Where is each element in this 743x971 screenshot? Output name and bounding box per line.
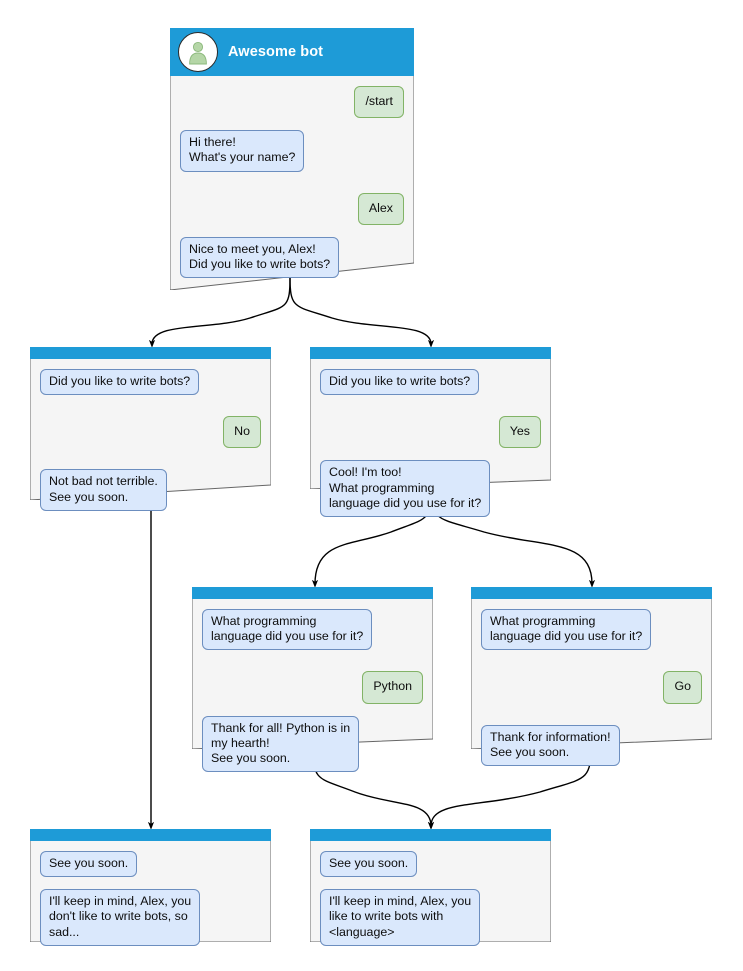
message-row: Hi there! What's your name? — [180, 130, 404, 172]
node-root-messages: /start Hi there! What's your name? Alex … — [170, 76, 414, 279]
bot-message-bubble: Nice to meet you, Alex! Did you like to … — [180, 236, 340, 279]
node-no-branch-content: Did you like to write bots? No Not bad n… — [30, 347, 271, 521]
bot-message-bubble: Not bad not terrible. See you soon. — [40, 469, 167, 511]
user-message-bubble: /start — [354, 86, 404, 119]
message-row: Yes — [320, 416, 541, 449]
node-yes-branch-content: Did you like to write bots? Yes Cool! I'… — [310, 347, 551, 527]
node-python-branch[interactable]: What programming language did you use fo… — [192, 587, 433, 773]
bot-message-bubble: Did you like to write bots? — [320, 369, 480, 396]
node-python-branch-header — [192, 587, 433, 599]
message-row: I'll keep in mind, Alex, you like to wri… — [320, 889, 541, 946]
bot-message-bubble: I'll keep in mind, Alex, you like to wri… — [320, 889, 481, 946]
person-avatar-icon — [178, 32, 218, 72]
message-row: Python — [202, 671, 423, 704]
message-row: /start — [180, 86, 404, 119]
bot-message-bubble: I'll keep in mind, Alex, you don't like … — [40, 889, 201, 946]
node-root[interactable]: Awesome bot /start Hi there! What's your… — [170, 28, 414, 290]
message-row: What programming language did you use fo… — [202, 609, 423, 651]
node-yes-branch-header — [310, 347, 551, 359]
node-root-title: Awesome bot — [228, 44, 324, 60]
message-row: Did you like to write bots? — [40, 369, 261, 396]
node-end-sad-messages: See you soon. I'll keep in mind, Alex, y… — [30, 841, 271, 946]
spacer — [481, 660, 702, 671]
spacer — [180, 182, 404, 193]
bot-message-bubble: See you soon. — [40, 851, 138, 878]
message-row: No — [40, 416, 261, 449]
node-go-branch[interactable]: What programming language did you use fo… — [471, 587, 712, 767]
spacer — [40, 405, 261, 416]
spacer — [320, 405, 541, 416]
message-row: See you soon. — [320, 851, 541, 878]
user-message-bubble: No — [223, 416, 261, 449]
message-row: See you soon. — [40, 851, 261, 878]
node-no-branch-header — [30, 347, 271, 359]
message-row: Alex — [180, 192, 404, 225]
node-go-branch-messages: What programming language did you use fo… — [471, 599, 712, 767]
node-yes-branch[interactable]: Did you like to write bots? Yes Cool! I'… — [310, 347, 551, 518]
message-row: Go — [481, 671, 702, 704]
node-root-content: Awesome bot /start Hi there! What's your… — [170, 28, 414, 288]
message-row: What programming language did you use fo… — [481, 609, 702, 651]
node-go-branch-header — [471, 587, 712, 599]
bot-message-bubble: Thank for information! See you soon. — [481, 724, 620, 767]
bot-message-bubble: Did you like to write bots? — [40, 369, 200, 396]
node-end-sad[interactable]: See you soon. I'll keep in mind, Alex, y… — [30, 829, 271, 946]
bot-message-bubble: Cool! I'm too! What programming language… — [320, 460, 491, 518]
spacer — [202, 660, 423, 671]
user-message-bubble: Python — [362, 671, 423, 704]
bot-message-bubble: Thank for all! Python is in my hearth! S… — [202, 715, 360, 773]
node-go-branch-content: What programming language did you use fo… — [471, 587, 712, 776]
node-end-happy-header — [310, 829, 551, 841]
spacer — [481, 714, 702, 725]
bot-message-bubble: See you soon. — [320, 851, 418, 878]
node-end-sad-header — [30, 829, 271, 841]
node-python-branch-messages: What programming language did you use fo… — [192, 599, 433, 773]
message-row: I'll keep in mind, Alex, you don't like … — [40, 889, 261, 946]
user-message-bubble: Yes — [498, 416, 541, 449]
node-end-happy-content: See you soon. I'll keep in mind, Alex, y… — [310, 829, 551, 956]
node-yes-branch-messages: Did you like to write bots? Yes Cool! I'… — [310, 359, 551, 518]
message-row: Thank for all! Python is in my hearth! S… — [202, 715, 423, 773]
user-message-bubble: Alex — [357, 192, 404, 225]
message-row: Nice to meet you, Alex! Did you like to … — [180, 236, 404, 279]
bot-message-bubble: What programming language did you use fo… — [481, 609, 652, 651]
message-row: Thank for information! See you soon. — [481, 724, 702, 767]
bot-message-bubble: What programming language did you use fo… — [202, 609, 373, 651]
node-end-sad-content: See you soon. I'll keep in mind, Alex, y… — [30, 829, 271, 956]
node-end-happy-messages: See you soon. I'll keep in mind, Alex, y… — [310, 841, 551, 946]
message-row: Not bad not terrible. See you soon. — [40, 469, 261, 511]
bot-message-bubble: Hi there! What's your name? — [180, 130, 305, 172]
node-root-header: Awesome bot — [170, 28, 414, 76]
node-no-branch-messages: Did you like to write bots? No Not bad n… — [30, 359, 271, 511]
spacer — [40, 458, 261, 469]
message-row: Cool! I'm too! What programming language… — [320, 460, 541, 518]
node-end-happy[interactable]: See you soon. I'll keep in mind, Alex, y… — [310, 829, 551, 946]
user-message-bubble: Go — [663, 671, 702, 704]
message-row: Did you like to write bots? — [320, 369, 541, 396]
node-no-branch[interactable]: Did you like to write bots? No Not bad n… — [30, 347, 271, 511]
node-python-branch-content: What programming language did you use fo… — [192, 587, 433, 782]
